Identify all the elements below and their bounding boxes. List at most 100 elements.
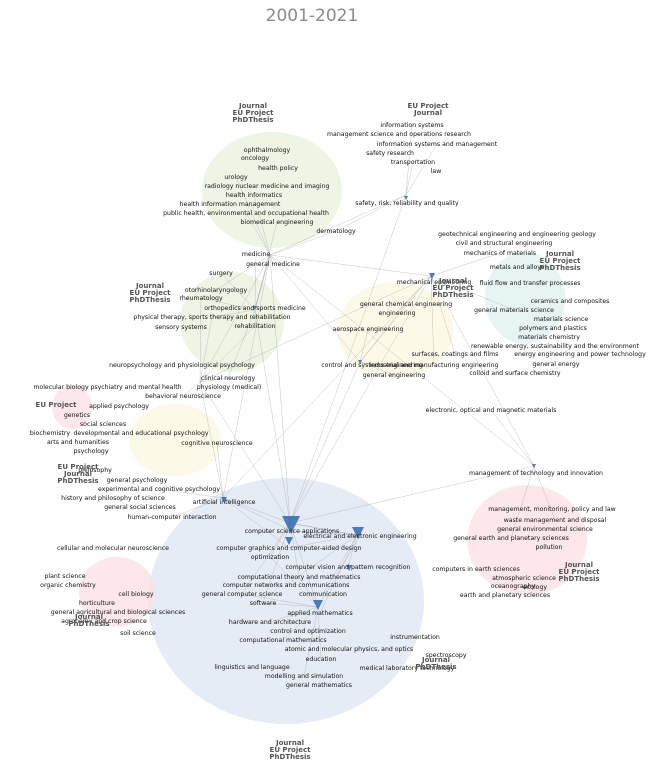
edge: [199, 381, 224, 499]
edge: [171, 497, 224, 518]
group-label: Journal: [275, 739, 304, 747]
node-label: human-computer interaction: [127, 514, 216, 521]
edge: [430, 252, 501, 277]
edge: [430, 275, 515, 311]
node-label: modelling and simulation: [265, 673, 343, 680]
node-label: rehabilitation: [234, 323, 275, 330]
edge: [199, 254, 271, 383]
cluster-materials: [485, 252, 565, 344]
edge: [359, 361, 373, 366]
edge: [303, 606, 319, 677]
edge: [254, 309, 291, 524]
node-label: neuropsychology and physiological psycho…: [109, 362, 255, 369]
node-label: general energy: [532, 361, 579, 368]
node-label: hardware and architecture: [229, 619, 311, 626]
node-label: agronomy and crop science: [61, 618, 147, 625]
node-label: industrial and manufacturing engineering: [370, 362, 499, 369]
node-label: applied psychology: [89, 403, 149, 410]
node-label: plant science: [44, 573, 85, 580]
node-label: sensory systems: [155, 324, 207, 331]
group-label: EU Project: [408, 102, 450, 110]
node-label: law: [431, 168, 442, 175]
node-label: aerospace engineering: [333, 326, 404, 333]
edge: [199, 297, 202, 383]
group-label: PhDThesis: [269, 753, 310, 761]
edge: [269, 606, 319, 623]
node-label: rheumatology: [179, 295, 223, 302]
edge: [289, 465, 535, 524]
diagram-title: 2001-2021: [266, 6, 359, 26]
edge: [405, 124, 413, 196]
edge: [222, 497, 293, 532]
edge: [262, 522, 291, 604]
node-label: instrumentation: [390, 634, 440, 641]
node-label: physical therapy, sports therapy and reh…: [133, 314, 290, 321]
node-marker: [282, 516, 300, 534]
edge: [269, 254, 535, 467]
node-label: computers in earth sciences: [432, 566, 520, 573]
node-marker: [346, 565, 352, 571]
node-label: atomic and molecular physics, and optics: [285, 646, 414, 653]
node-label: experimental and cognitive psychology: [98, 486, 220, 493]
group-label: Journal: [545, 250, 574, 258]
group-label: Journal: [438, 277, 467, 285]
group-label: EU Project: [559, 568, 601, 576]
edge: [269, 254, 361, 363]
edge: [322, 534, 358, 595]
node-label: medicine: [242, 251, 271, 258]
group-label: Journal: [63, 470, 92, 478]
node-label: mechanical engineering: [397, 279, 472, 286]
edge: [269, 254, 274, 265]
edge: [235, 176, 271, 256]
node-label: polymers and plastics: [519, 325, 587, 332]
node-label: pollution: [536, 544, 563, 551]
edge: [359, 275, 432, 363]
node-label: orthopedics and sports medicine: [204, 305, 306, 312]
node-label: philosophy: [78, 467, 112, 474]
node-label: ecology: [523, 584, 547, 591]
edge: [289, 522, 358, 536]
edge: [241, 593, 319, 608]
node-label: electronic, optical and magnetic materia…: [426, 407, 557, 414]
node-label: information systems and management: [377, 141, 498, 148]
node-label: history and philosophy of science: [61, 495, 165, 502]
edge: [317, 535, 361, 608]
node-label: information systems: [380, 122, 443, 129]
node-label: general computer science: [202, 591, 283, 598]
node-label: behavioral neuroscience: [145, 393, 221, 400]
node-label: general environmental science: [497, 526, 593, 533]
group-label: Journal: [135, 282, 164, 290]
edge: [289, 361, 361, 524]
group-label: PhDThesis: [558, 575, 599, 583]
edge: [199, 325, 256, 383]
edge: [158, 488, 224, 499]
node-label: computer networks and communications: [223, 582, 350, 589]
node-label: metals and alloys: [490, 264, 544, 271]
edge: [533, 465, 556, 521]
node-label: colloid and surface chemistry: [469, 370, 561, 377]
node-label: soil science: [120, 630, 156, 637]
node-label: atmospheric science: [492, 575, 556, 582]
node-label: cognitive neuroscience: [181, 440, 253, 447]
edge: [359, 303, 407, 363]
edge: [182, 381, 201, 397]
cluster-plant: [79, 557, 155, 627]
cluster-medicine: [202, 132, 342, 248]
node-label: psychiatry and mental health: [90, 384, 181, 391]
node-label: dermatology: [316, 228, 356, 235]
edge: [254, 221, 278, 311]
node-label: energy engineering and power technology: [514, 351, 646, 358]
node-label: electrical and electronic engineering: [303, 533, 416, 540]
node-label: general earth and planetary sciences: [453, 535, 569, 542]
node-label: safety research: [366, 150, 414, 157]
node-label: horticulture: [79, 600, 115, 607]
node-label: social sciences: [80, 421, 126, 428]
edge: [222, 497, 290, 549]
node-label: organic chemistry: [40, 582, 96, 589]
node-marker: [404, 196, 408, 200]
edge: [317, 606, 322, 660]
node-label: general medicine: [246, 261, 300, 268]
node-label: clinical neurology: [201, 375, 256, 382]
edge: [269, 556, 319, 608]
node-marker: [313, 600, 323, 610]
